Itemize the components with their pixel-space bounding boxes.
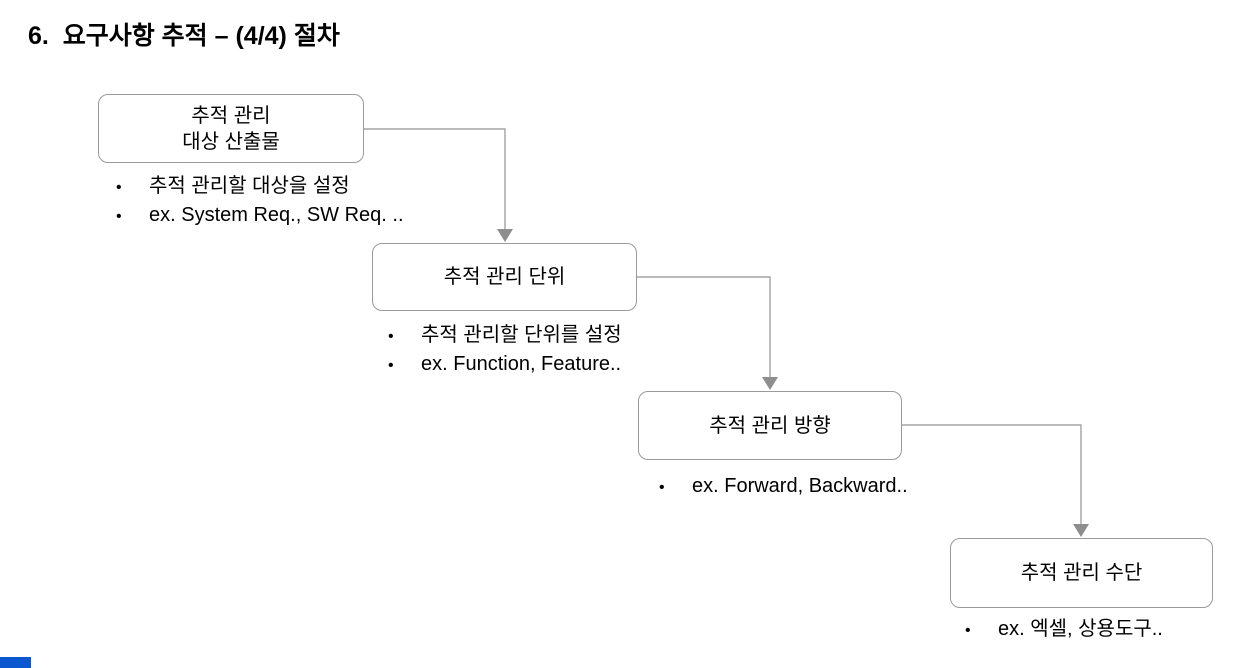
connector-3 — [902, 424, 1082, 525]
step-label: 추적 관리 수단 — [1020, 562, 1143, 584]
connector-2 — [637, 276, 771, 378]
arrow-down-icon — [1073, 524, 1089, 537]
step-label: 추적 관리 대상 산출물 — [182, 104, 280, 153]
bullet-icon: • — [116, 208, 122, 225]
bullet-icon: • — [116, 179, 122, 196]
arrow-down-icon — [497, 229, 513, 242]
bullet-text: 추적 관리할 대상을 설정 — [149, 175, 350, 197]
bullet-text: ex. 엑셀, 상용도구.. — [998, 618, 1163, 640]
bullet-text: ex. Function, Feature.. — [421, 353, 622, 375]
list-item: • 추적 관리할 대상을 설정 — [116, 172, 404, 201]
step-box-4: 추적 관리 수단 — [950, 538, 1213, 608]
bullet-list-1: • 추적 관리할 대상을 설정 • ex. System Req., SW Re… — [116, 172, 404, 230]
bullet-icon: • — [388, 328, 394, 345]
arrow-down-icon — [762, 377, 778, 390]
step-label: 추적 관리 방향 — [709, 414, 831, 437]
list-item: • ex. 엑셀, 상용도구.. — [965, 615, 1163, 644]
bullet-text: ex. Forward, Backward.. — [692, 475, 908, 497]
page-title: 6. 요구사항 추적 – (4/4) 절차 — [28, 22, 340, 50]
list-item: • ex. Forward, Backward.. — [659, 472, 908, 501]
step-box-2: 추적 관리 단위 — [372, 243, 637, 311]
bullet-icon: • — [388, 357, 394, 374]
list-item: • ex. Function, Feature.. — [388, 350, 622, 379]
bullet-icon: • — [965, 622, 971, 639]
bullet-text: 추적 관리할 단위를 설정 — [421, 324, 622, 346]
bullet-icon: • — [659, 479, 665, 496]
bullet-text: ex. System Req., SW Req. .. — [149, 204, 404, 226]
bullet-list-3: • ex. Forward, Backward.. — [659, 472, 908, 501]
bullet-list-4: • ex. 엑셀, 상용도구.. — [965, 615, 1163, 644]
bullet-list-2: • 추적 관리할 단위를 설정 • ex. Function, Feature.… — [388, 321, 622, 379]
list-item: • 추적 관리할 단위를 설정 — [388, 321, 622, 350]
list-item: • ex. System Req., SW Req. .. — [116, 201, 404, 230]
step-box-1: 추적 관리 대상 산출물 — [98, 94, 364, 163]
step-box-3: 추적 관리 방향 — [638, 391, 902, 460]
footer-accent-bar — [0, 657, 31, 668]
step-label: 추적 관리 단위 — [443, 266, 566, 288]
